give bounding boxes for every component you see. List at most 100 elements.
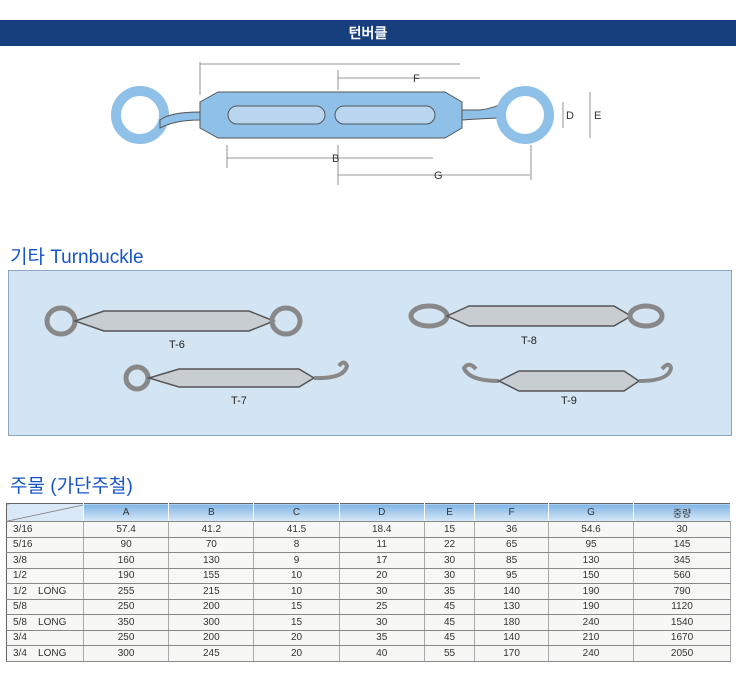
value-cell: 250 <box>83 630 170 646</box>
product-photos: T-6 T-8 T-7 T-9 <box>8 270 732 436</box>
value-cell: 95 <box>548 537 635 553</box>
value-cell: 95 <box>474 568 549 584</box>
value-cell: 160 <box>83 552 170 569</box>
section-other-title: 기타 Turnbuckle <box>10 247 144 268</box>
value-cell: 20 <box>253 630 340 646</box>
size-cell: 1/2 LONG <box>6 583 84 600</box>
column-header: D <box>339 503 425 522</box>
column-header: A <box>83 503 170 522</box>
column-header: B <box>168 503 255 522</box>
size-cell: 3/4 LONG <box>6 645 84 662</box>
model-label-t6: T-6 <box>169 339 185 351</box>
value-cell: 30 <box>339 614 425 631</box>
value-cell: 130 <box>548 552 635 569</box>
value-cell: 190 <box>548 583 635 600</box>
value-cell: 11 <box>339 537 425 553</box>
value-cell: 36 <box>474 521 549 538</box>
value-cell: 130 <box>474 599 549 615</box>
model-label-t7: T-7 <box>231 395 247 407</box>
model-label-t8: T-8 <box>521 335 537 347</box>
column-header: 중량 <box>633 503 731 522</box>
value-cell: 145 <box>633 537 731 553</box>
turnbuckle-photos-image <box>44 303 674 392</box>
dim-label-e: E <box>594 110 601 122</box>
value-cell: 90 <box>83 537 170 553</box>
size-cell: 5/8 LONG <box>6 614 84 631</box>
value-cell: 1120 <box>633 599 731 615</box>
value-cell: 41.5 <box>253 521 340 538</box>
value-cell: 150 <box>548 568 635 584</box>
value-cell: 65 <box>474 537 549 553</box>
value-cell: 15 <box>253 599 340 615</box>
value-cell: 240 <box>548 645 635 662</box>
value-cell: 17 <box>339 552 425 569</box>
value-cell: 210 <box>548 630 635 646</box>
value-cell: 30 <box>339 583 425 600</box>
value-cell: 200 <box>168 599 255 615</box>
dim-label-f: F <box>413 73 420 85</box>
value-cell: 8 <box>253 537 340 553</box>
value-cell: 300 <box>168 614 255 631</box>
value-cell: 240 <box>548 614 635 631</box>
section-cast-title: 주물 (가단주철) <box>10 476 133 497</box>
page-title: 턴버클 <box>348 25 388 41</box>
value-cell: 41.2 <box>168 521 255 538</box>
column-header: E <box>424 503 476 522</box>
value-cell: 245 <box>168 645 255 662</box>
value-cell: 140 <box>474 630 549 646</box>
value-cell: 55 <box>424 645 476 662</box>
value-cell: 10 <box>253 583 340 600</box>
value-cell: 255 <box>83 583 170 600</box>
size-cell: 5/16 <box>6 537 84 553</box>
value-cell: 155 <box>168 568 255 584</box>
value-cell: 35 <box>339 630 425 646</box>
column-header: C <box>253 503 340 522</box>
size-cell: 3/4 <box>6 630 84 646</box>
value-cell: 85 <box>474 552 549 569</box>
value-cell: 190 <box>83 568 170 584</box>
value-cell: 9 <box>253 552 340 569</box>
header-corner <box>6 503 84 522</box>
value-cell: 54.6 <box>548 521 635 538</box>
value-cell: 130 <box>168 552 255 569</box>
value-cell: 70 <box>168 537 255 553</box>
value-cell: 18.4 <box>339 521 425 538</box>
value-cell: 345 <box>633 552 731 569</box>
value-cell: 45 <box>424 599 476 615</box>
size-cell: 3/8 <box>6 552 84 569</box>
value-cell: 15 <box>253 614 340 631</box>
value-cell: 20 <box>339 568 425 584</box>
value-cell: 170 <box>474 645 549 662</box>
value-cell: 30 <box>424 552 476 569</box>
value-cell: 300 <box>83 645 170 662</box>
dim-label-b: B <box>332 153 339 165</box>
value-cell: 15 <box>424 521 476 538</box>
value-cell: 790 <box>633 583 731 600</box>
value-cell: 350 <box>83 614 170 631</box>
value-cell: 30 <box>633 521 731 538</box>
column-header: G <box>548 503 635 522</box>
value-cell: 2050 <box>633 645 731 662</box>
value-cell: 25 <box>339 599 425 615</box>
turnbuckle-diagram: F D E B G <box>111 62 601 185</box>
value-cell: 1670 <box>633 630 731 646</box>
size-cell: 3/16 <box>6 521 84 538</box>
page-title-bar: 턴버클 <box>0 20 736 46</box>
value-cell: 1540 <box>633 614 731 631</box>
column-header: F <box>474 503 549 522</box>
value-cell: 45 <box>424 614 476 631</box>
value-cell: 215 <box>168 583 255 600</box>
value-cell: 45 <box>424 630 476 646</box>
value-cell: 200 <box>168 630 255 646</box>
value-cell: 20 <box>253 645 340 662</box>
